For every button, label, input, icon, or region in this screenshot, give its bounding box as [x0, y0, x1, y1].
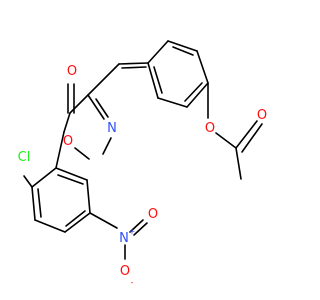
atom-n-ring: N — [107, 121, 117, 136]
atom-cl: Cl — [18, 150, 31, 165]
acetate-bonds — [207, 82, 263, 180]
atom-o-ring: O — [63, 134, 73, 149]
atom-o-nitro-a: O — [148, 207, 158, 222]
oxazolone-ring-bonds — [63, 83, 112, 160]
atom-o-nitro-b-charge: - — [131, 278, 134, 287]
nitro-group-bonds — [124, 219, 148, 260]
atom-n-nitro-charge: + — [129, 227, 136, 236]
acetoxyphenyl-ring-bonds — [147, 40, 209, 108]
atom-n-nitro: N — [119, 231, 129, 246]
atom-o-nitro-b: O — [120, 264, 130, 279]
molecule-structure-diagram: O O N O O Cl N + O O - — [18, 40, 267, 287]
exocyclic-bonds — [87, 62, 149, 96]
atom-o-carbonyl: O — [67, 64, 77, 79]
atom-o-ester: O — [205, 121, 215, 136]
chloronitrophenyl-ring-bonds — [23, 131, 118, 233]
atom-o-acetyl: O — [257, 108, 267, 123]
